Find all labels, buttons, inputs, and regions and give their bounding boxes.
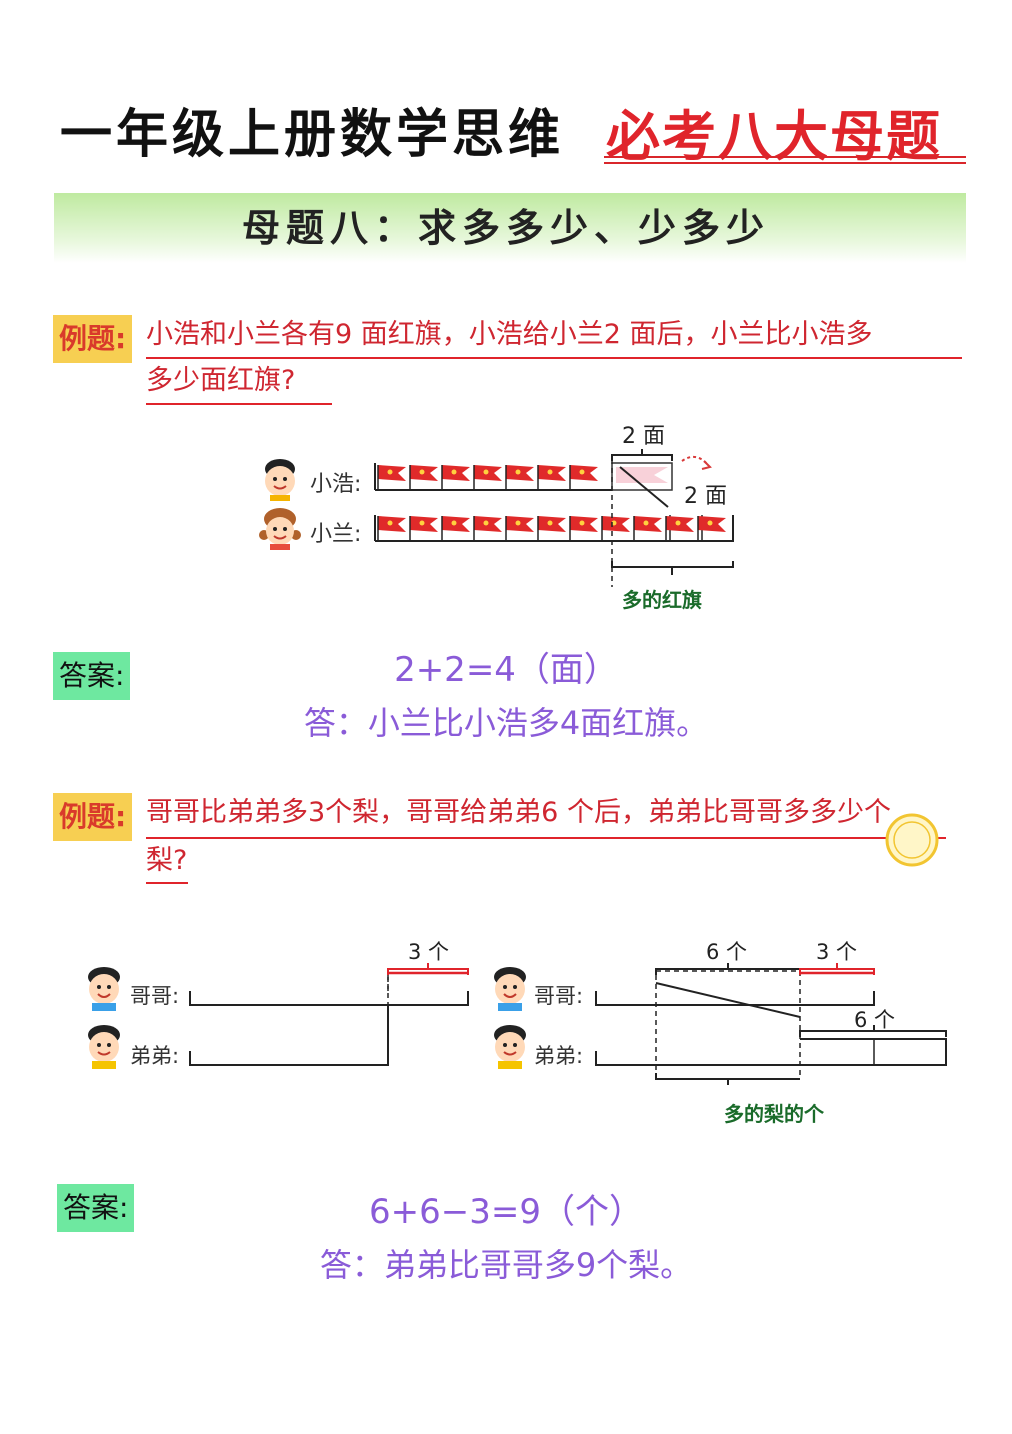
bar-didi-right <box>595 1038 947 1066</box>
faded-flag-icon <box>616 467 668 483</box>
girl-icon <box>259 508 301 550</box>
question-underline <box>146 403 332 405</box>
question-underline <box>146 357 962 359</box>
flag-star-icon <box>387 469 393 475</box>
brace-label-pears: 多的梨的个 <box>724 1102 825 1126</box>
label-2-flags-top: 2 面 <box>622 424 665 449</box>
flag-star-icon <box>675 520 681 526</box>
flag-star-icon <box>387 520 393 526</box>
answer1-sentence: 答：小兰比小浩多4面红旗。 <box>303 704 709 742</box>
flag-star-icon <box>547 469 553 475</box>
label-6-given: 6 个 <box>706 940 747 964</box>
example1-question-line2: 多少面红旗? <box>146 365 296 396</box>
title-underline <box>604 156 966 158</box>
name-xiaolan: 小兰: <box>310 522 361 547</box>
example2-question-line2: 梨? <box>146 845 188 876</box>
example1-question-line1: 小浩和小兰各有9 面红旗，小浩给小兰2 面后，小兰比小浩多 <box>146 319 873 350</box>
flag-star-icon <box>515 469 521 475</box>
label-3-left: 3 个 <box>408 940 449 964</box>
flag-star-icon <box>451 469 457 475</box>
label-3-right: 3 个 <box>816 940 857 964</box>
stamp-icon <box>885 813 939 867</box>
brother-icon <box>88 967 120 1011</box>
answer1-equation: 2+2=4（面） <box>394 650 618 690</box>
name-didi-left: 弟弟: <box>130 1044 179 1068</box>
pear-diagram-left: 哥哥: 弟弟: 3 个 <box>88 940 469 1069</box>
younger-brother-icon <box>88 1025 120 1069</box>
boy-icon <box>265 459 295 501</box>
question-underline <box>146 837 946 839</box>
answer2-equation: 6+6−3=9（个） <box>369 1192 643 1232</box>
pear-diagram-right: 哥哥: 弟弟: 6 个 3 个 6 个 多的梨的个 <box>494 940 947 1126</box>
brace-bottom <box>611 561 734 575</box>
label-2-flags-right: 2 面 <box>684 484 727 509</box>
example-tag: 例题: <box>53 793 133 841</box>
example2-question-line1: 哥哥比弟弟多3个梨，哥哥给弟弟6 个后，弟弟比哥哥多多少个 <box>146 797 891 828</box>
name-gege-right: 哥哥: <box>534 984 583 1008</box>
flag-star-icon <box>579 469 585 475</box>
flag-star-icon <box>707 520 713 526</box>
answer-tag: 答案: <box>53 652 131 700</box>
flag-diagram: 小浩: 小兰: 2 面 2 面 多的红旗 <box>259 424 734 612</box>
answer2-sentence: 答：弟弟比哥哥多9个梨。 <box>319 1246 693 1284</box>
arrowhead-icon <box>701 460 712 470</box>
brace-top <box>611 449 673 461</box>
answer-tag: 答案: <box>57 1184 135 1232</box>
label-6-received: 6 个 <box>854 1008 895 1032</box>
brace-3-left <box>387 963 469 975</box>
flag-star-icon <box>579 520 585 526</box>
brace-label: 多的红旗 <box>622 588 702 612</box>
name-gege-left: 哥哥: <box>130 984 179 1008</box>
flag-star-icon <box>643 520 649 526</box>
page-title: 一年级上册数学思维 <box>60 104 565 165</box>
flags-row-bottom <box>377 516 726 542</box>
bar-gege-right <box>595 991 875 1006</box>
younger-brother-icon <box>494 1025 526 1069</box>
bar-didi <box>189 1005 389 1066</box>
example-tag: 例题: <box>53 315 133 363</box>
flags-row-top <box>377 465 598 491</box>
cross-out-line <box>655 982 801 1018</box>
flag-star-icon <box>451 520 457 526</box>
flag-star-icon <box>419 469 425 475</box>
page-title-highlight: 必考八大母题 <box>606 104 942 168</box>
name-didi-right: 弟弟: <box>534 1044 583 1068</box>
section-banner <box>54 193 966 263</box>
flag-star-icon <box>515 520 521 526</box>
brother-icon <box>494 967 526 1011</box>
question-underline <box>146 882 188 884</box>
flag-star-icon <box>483 520 489 526</box>
name-xiaohao: 小浩: <box>310 472 361 497</box>
section-title: 母题八：求多多少、少多少 <box>241 205 770 250</box>
flag-star-icon <box>483 469 489 475</box>
bar-gege <box>189 991 469 1006</box>
flag-star-icon <box>419 520 425 526</box>
title-underline-2 <box>604 162 966 164</box>
transfer-line <box>619 466 669 508</box>
flag-star-icon <box>547 520 553 526</box>
